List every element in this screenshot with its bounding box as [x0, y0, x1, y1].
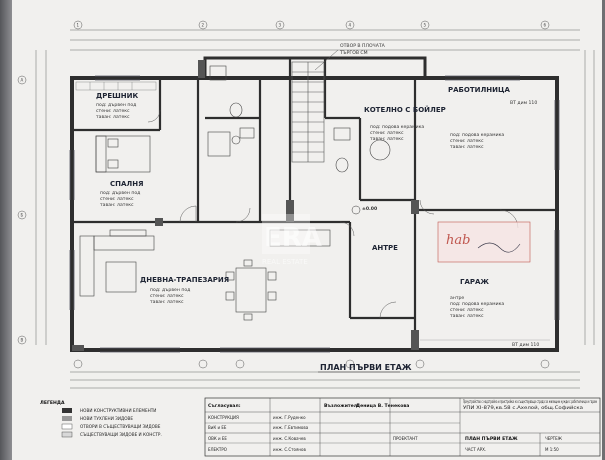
axis-label: В — [21, 338, 24, 343]
drawing-sheet-label: ЧЕРТЕЖ — [545, 436, 563, 441]
finish-text: стени: латекс — [150, 294, 184, 299]
finish-text: таван: латекс — [150, 300, 184, 305]
drawing-part: ЧАСТ АРХ. — [465, 447, 486, 452]
finish-text: под: дървен под — [96, 103, 136, 108]
agreed-row: ЕЛЕКТРО — [208, 447, 227, 452]
sheet-edge-shadow — [0, 0, 12, 460]
agreed-name: инж. Г.Евтимова — [273, 425, 309, 430]
level-mark: ±0.00 — [362, 206, 377, 212]
drawing-scale: М 1:50 — [545, 447, 559, 452]
finish-text: под: дървен под — [150, 288, 190, 293]
finish-text: стени: латекс — [96, 109, 130, 114]
contractor-label: Възложител: — [324, 403, 359, 409]
finish-text: таван: латекс — [450, 145, 484, 150]
contractor-name: Деница В. Тенекова — [356, 403, 409, 409]
legend-swatch — [62, 416, 72, 421]
agreed-row: ВиК и ЕЕ — [208, 425, 227, 430]
plan-title: ПЛАН ПЪРВИ ЕТАЖ — [320, 363, 412, 372]
room-label-kotelno: КОТЕЛНО С БОЙЛЕР — [364, 105, 446, 114]
finish-text: стени: латекс — [100, 197, 134, 202]
grid-axes: 1 2 3 4 5 6 А Б В — [17, 20, 550, 369]
agreed-name: инж. Г.Руденко — [273, 415, 306, 420]
finish-text: под: дървен под — [100, 191, 140, 196]
room-label-antre: АНТРЕ — [372, 244, 398, 252]
project-upi: УПИ XI-879,кв.58 с.Ахелой, общ.Софийска — [463, 405, 584, 410]
finish-text: под: подова керамика — [450, 133, 504, 138]
svg-text:REAL ESTATE: REAL ESTATE — [262, 258, 308, 266]
agreed-row: КОНСТРУКЦИЯ — [208, 415, 239, 420]
project-description: Преустройство с надстройка и пристройка … — [463, 399, 597, 404]
legend: ЛЕГЕНДА НОВИ КОНСТРУКТИВНИ ЕЛЕМЕНТИ НОВИ… — [40, 400, 162, 438]
finish-text: под: подова керамика — [450, 302, 504, 307]
watermark-logo: ERA REAL ESTATE — [262, 214, 322, 266]
room-label-dnevna: ДНЕВНА-ТРАПЕЗАРИЯ — [140, 276, 229, 284]
annotation-otvor: ОТВОР В ПЛОЧАТА — [340, 43, 386, 49]
axis-label: 4 — [349, 23, 352, 28]
dimension-lines — [35, 29, 595, 389]
finish-text: таван: латекс — [100, 203, 134, 208]
legend-swatch — [61, 423, 73, 430]
level-marker-icon — [351, 205, 361, 215]
axis-label: Б — [21, 213, 24, 218]
finish-text: таван: латекс — [96, 115, 130, 120]
wardrobe — [75, 81, 157, 91]
approval-stamp: hab — [437, 221, 531, 263]
finish-text: стени: латекс — [450, 139, 484, 144]
annotation-vt-bottom: ВТ дим 110 — [512, 342, 539, 348]
finish-text: антре — [450, 296, 464, 301]
legend-item: НОВИ КОНСТРУКТИВНИ ЕЛЕМЕНТИ — [80, 408, 156, 413]
structural-columns — [72, 60, 419, 351]
living-furniture — [79, 229, 331, 321]
staircase — [291, 61, 325, 163]
legend-item: ОТВОРИ В СЪЩЕСТВУВАЩИ ЗИДОВЕ — [80, 424, 161, 429]
axis-label: 1 — [77, 23, 80, 28]
finish-text: стени: латекс — [450, 308, 484, 313]
windows — [69, 75, 560, 353]
svg-text:hab: hab — [446, 233, 470, 248]
door-swings — [147, 109, 519, 319]
drawing-title: ПЛАН ПЪРВИ ЕТАЖ — [465, 436, 518, 442]
annotation-otvor-sub: ТЪРГОВ СМ — [339, 50, 368, 56]
legend-item: СЪЩЕСТВУВАЩИ ЗИДОВЕ И КОНСТР. — [80, 432, 162, 437]
room-label-spalnya: СПАЛНЯ — [110, 180, 143, 188]
axis-label: 5 — [424, 23, 427, 28]
agreed-name: инж. С.Ковачев — [273, 436, 306, 441]
axis-label: 6 — [544, 23, 547, 28]
legend-swatch — [62, 408, 72, 413]
bed — [95, 135, 151, 173]
title-block: Съгласувал: КОНСТРУКЦИЯ ВиК и ЕЕ ОВК и Е… — [204, 397, 601, 457]
room-label-dreshnik: ДРЕШНИК — [96, 92, 139, 100]
interior-walls — [72, 58, 557, 350]
agreed-name: инж. С.Стоянов — [273, 447, 306, 452]
legend-swatch — [61, 431, 73, 438]
finish-text: стени: латекс — [370, 131, 404, 136]
legend-heading: ЛЕГЕНДА — [40, 400, 65, 406]
legend-item: НОВИ ТУХЛЕНИ ЗИДОВЕ — [80, 416, 133, 421]
agreed-row: ОВК и ЕЕ — [208, 436, 227, 441]
finish-text: под: подова керамика — [370, 125, 424, 130]
svg-text:ERA: ERA — [264, 223, 322, 253]
annotation-vt-top: ВТ дим 110 — [510, 100, 537, 106]
designer-label: ПРОЕКТАНТ — [393, 436, 418, 441]
finish-text: таван: латекс — [370, 137, 404, 142]
axis-label: 3 — [279, 23, 282, 28]
room-label-garazh: ГАРАЖ — [460, 278, 489, 286]
agreed-label: Съгласувал: — [208, 403, 241, 409]
finish-text: таван: латекс — [450, 314, 484, 319]
axis-label: 2 — [202, 23, 205, 28]
room-label-rabotilnitsa: РАБОТИЛНИЦА — [448, 86, 510, 94]
axis-label: А — [21, 78, 24, 83]
bathroom-fixtures — [207, 65, 391, 173]
